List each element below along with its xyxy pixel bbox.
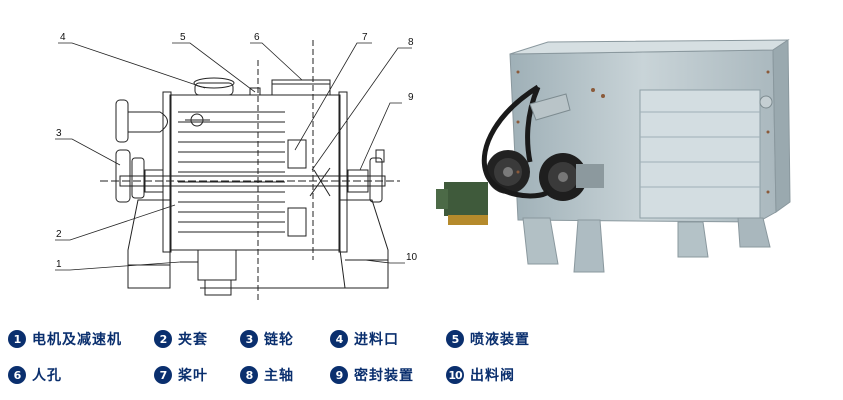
- callout-8: 8: [408, 37, 414, 48]
- legend-item-2: 2 夹套: [154, 328, 208, 350]
- legend: 1 电机及减速机 2 夹套 3 链轮 4 进料口 5 喷液装置 6 人孔 7 桨…: [0, 324, 843, 396]
- legend-label-4: 进料口: [354, 332, 399, 348]
- callout-5: 5: [180, 32, 186, 43]
- legend-badge-6: 6: [8, 366, 26, 384]
- legend-badge-8: 8: [240, 366, 258, 384]
- callout-4: 4: [60, 32, 66, 43]
- callout-9: 9: [408, 92, 414, 103]
- legend-label-3: 链轮: [264, 332, 294, 348]
- legend-label-9: 密封装置: [354, 368, 414, 384]
- legend-item-6: 6 人孔: [8, 364, 62, 386]
- callout-3: 3: [56, 128, 62, 139]
- legend-label-7: 桨叶: [178, 368, 208, 384]
- legend-label-8: 主轴: [264, 368, 294, 384]
- right-seal: [347, 169, 369, 193]
- legend-item-4: 4 进料口: [330, 328, 399, 350]
- manhole: [271, 79, 331, 96]
- legend-item-3: 3 链轮: [240, 328, 294, 350]
- jacket-panel: [639, 89, 761, 219]
- legend-label-5: 喷液装置: [470, 332, 530, 348]
- legend-badge-10: 10: [446, 366, 464, 384]
- callout-1: 1: [56, 259, 62, 270]
- legend-item-9: 9 密封装置: [330, 364, 414, 386]
- legend-badge-9: 9: [330, 366, 348, 384]
- legend-item-8: 8 主轴: [240, 364, 294, 386]
- callout-numbers: 4 5 6 7 8 9 3 2 1 10: [56, 32, 418, 270]
- callout-10: 10: [406, 252, 418, 263]
- legend-item-5: 5 喷液装置: [446, 328, 530, 350]
- technical-drawing: 4 5 6 7 8 9 3 2 1 10: [55, 32, 418, 300]
- legend-label-2: 夹套: [178, 332, 208, 348]
- legend-badge-5: 5: [446, 330, 464, 348]
- paddle-lines: [178, 111, 285, 233]
- machine-photo: [436, 39, 791, 273]
- legend-badge-3: 3: [240, 330, 258, 348]
- motor: [197, 249, 237, 281]
- drive-belt: [481, 84, 550, 199]
- legend-badge-2: 2: [154, 330, 172, 348]
- legend-item-7: 7 桨叶: [154, 364, 208, 386]
- callout-2: 2: [56, 229, 62, 240]
- legend-item-10: 10 出料阀: [446, 364, 515, 386]
- legend-badge-7: 7: [154, 366, 172, 384]
- callout-6: 6: [254, 32, 260, 43]
- inlet-port: [194, 82, 234, 96]
- legend-badge-4: 4: [330, 330, 348, 348]
- legend-item-1: 1 电机及减速机: [8, 328, 122, 350]
- callout-leaders: [55, 42, 412, 271]
- callout-7: 7: [362, 32, 368, 43]
- left-sprocket: [115, 99, 129, 143]
- gear-motor: [444, 182, 488, 216]
- legend-badge-1: 1: [8, 330, 26, 348]
- legend-label-1: 电机及减速机: [32, 332, 122, 348]
- legend-label-6: 人孔: [32, 368, 62, 384]
- legend-label-10: 出料阀: [470, 368, 515, 384]
- main-shaft: [119, 175, 386, 187]
